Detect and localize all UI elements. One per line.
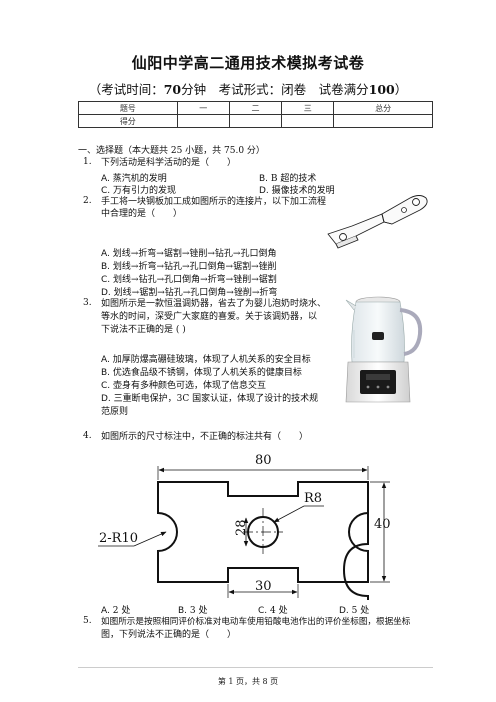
cell-score-label: 得分 <box>78 114 178 128</box>
exam-time: 70 <box>163 82 182 97</box>
q4-option-d[interactable]: D. 5 处 <box>339 603 369 616</box>
option-text: 三重断电保护，3C 国家认证，体现了设计的技术规 <box>113 394 319 404</box>
question-3-stem-line1: 如图所示是一款恒温调奶器，省去了为婴儿泡奶时烧水、 <box>101 299 327 309</box>
question-4-number: 4. <box>83 431 92 441</box>
score-table-score-row: 得分 <box>78 114 433 128</box>
dim-right-label: 40 <box>374 517 391 532</box>
option-text: 蒸汽机的发明 <box>112 174 167 184</box>
q2-option-b[interactable]: B. 划线→折弯→钻孔→孔口倒角→锯割→锉削 <box>101 259 277 272</box>
question-4-stem: 如图所示的尺寸标注中，不正确的标注共有（ ） <box>101 432 309 442</box>
q3-option-c[interactable]: C. 壶身有多种颜色可选，体现了信息交互 <box>101 378 266 391</box>
option-key: C. <box>101 186 111 196</box>
exam-info-suffix: ） <box>394 82 408 97</box>
option-text: 划线→钻孔→孔口倒角→折弯→锉削→锯割 <box>113 275 277 285</box>
exam-info: （考试时间：70分钟 考试形式：闭卷 试卷满分100） <box>0 79 496 98</box>
q4-option-b[interactable]: B. 3 处 <box>178 603 208 616</box>
option-key: C. <box>101 275 111 285</box>
q1-option-c[interactable]: C. 万有引力的发现 <box>101 183 176 196</box>
page-title: 仙阳中学高二通用技术模拟考试卷 <box>131 54 365 72</box>
question-2-stem-line2: 中合理的是（ ） <box>101 209 183 219</box>
option-text: 3 处 <box>189 606 208 616</box>
option-text: 优选食品级不锈钢，体现了人机关系的健康目标 <box>112 368 302 378</box>
option-key: C. <box>101 381 111 391</box>
q3-option-b[interactable]: B. 优选食品级不锈钢，体现了人机关系的健康目标 <box>101 365 302 378</box>
question-3-number: 3. <box>83 298 92 308</box>
option-key: B. <box>101 368 111 378</box>
option-key: D. <box>339 606 349 616</box>
question-3-stem-line2: 等水的时间，深受广大家庭的喜爱。关于该调奶器，以 <box>101 312 318 322</box>
q1-option-b[interactable]: B. B 超的技术 <box>259 171 316 184</box>
option-key: D. <box>259 186 269 196</box>
milk-kettle-figure <box>345 296 423 403</box>
cell-part-2: 二 <box>228 101 283 115</box>
dim-radius-label: R8 <box>304 491 322 506</box>
option-key: B. <box>101 262 111 272</box>
option-key: A. <box>101 174 110 184</box>
exam-total-score: 100 <box>368 82 395 97</box>
page-footer: 第 1 页，共 8 页 <box>217 677 279 686</box>
option-text: 摄像技术的发明 <box>271 186 335 196</box>
cell-score-3[interactable] <box>281 114 335 128</box>
score-table-header-row: 题号 一 二 三 总分 <box>78 101 433 115</box>
cell-score-total[interactable] <box>333 114 433 128</box>
question-3-stem-line3: 下说法不正确的是 ( ) <box>101 325 186 335</box>
option-text: B 超的技术 <box>270 174 317 184</box>
q2-option-a[interactable]: A. 划线→折弯→锯割→锉削→钻孔→孔口倒角 <box>101 246 276 259</box>
exam-info-prefix: （考试时间： <box>88 82 164 97</box>
dim-corner-label: 2-R10 <box>99 531 138 546</box>
option-key: C. <box>258 606 268 616</box>
option-key: D. <box>101 394 111 404</box>
option-text: 万有引力的发现 <box>113 186 177 196</box>
option-text: 5 处 <box>351 606 370 616</box>
exam-info-mid: 分钟 考试形式：闭卷 试卷满分 <box>181 82 369 97</box>
score-table: 题号 一 二 三 总分 得分 <box>78 101 433 128</box>
cell-score-1[interactable] <box>176 114 230 128</box>
question-5-number: 5. <box>83 616 92 626</box>
option-text: 4 处 <box>270 606 288 616</box>
q3-option-d-continued: 范原则 <box>101 407 129 417</box>
option-key: B. <box>259 174 269 184</box>
connecting-plate-figure <box>327 195 428 249</box>
option-key: A. <box>101 249 110 259</box>
dimension-drawing: 80 R8 28 2-R10 40 30 <box>98 453 391 600</box>
option-text: 划线→折弯→锯割→锉削→钻孔→孔口倒角 <box>112 249 277 259</box>
q2-option-d[interactable]: D. 划线→锯割→钻孔→孔口倒角→锉削→折弯 <box>101 285 277 298</box>
q2-option-c[interactable]: C. 划线→钻孔→孔口倒角→折弯→锉削→锯割 <box>101 272 277 285</box>
option-key: B. <box>178 606 188 616</box>
q1-option-a[interactable]: A. 蒸汽机的发明 <box>101 171 167 184</box>
option-key: A. <box>101 355 110 365</box>
question-2-stem-line1: 手工将一块钢板加工成如图所示的连接片，以下加工流程 <box>101 197 327 207</box>
question-5-stem-line1: 如图所示是按照相同评价标准对电动车使用铅酸电池作出的评价坐标图，根据坐标 <box>101 617 411 627</box>
question-5-stem-line2: 图，下列说法不正确的是（ ） <box>101 630 237 640</box>
question-2-number: 2. <box>83 196 92 206</box>
cell-question-number: 题号 <box>78 101 178 115</box>
option-key: D. <box>101 288 111 298</box>
q4-option-a[interactable]: A. 2 处 <box>101 603 130 616</box>
cell-part-1: 一 <box>176 101 230 115</box>
q1-option-d[interactable]: D. 摄像技术的发明 <box>259 183 335 196</box>
option-key: A. <box>101 606 110 616</box>
question-1-stem: 下列活动是科学活动的是（ ） <box>101 158 237 168</box>
q4-option-c[interactable]: C. 4 处 <box>258 603 288 616</box>
section-heading: 一、选择题（本大题共 25 小题，共 75.0 分） <box>78 146 265 156</box>
cell-total: 总分 <box>333 101 433 115</box>
option-text: 划线→锯割→钻孔→孔口倒角→锉削→折弯 <box>113 288 278 298</box>
footer-divider <box>78 667 433 668</box>
q3-option-a[interactable]: A. 加厚防爆高硼硅玻璃，体现了人机关系的安全目标 <box>101 352 311 365</box>
option-text: 2 处 <box>112 606 131 616</box>
question-1-number: 1. <box>83 157 92 167</box>
dim-top-label: 80 <box>255 453 272 468</box>
option-text: 壶身有多种颜色可选，体现了信息交互 <box>113 381 267 391</box>
q3-option-d[interactable]: D. 三重断电保护，3C 国家认证，体现了设计的技术规 <box>101 391 318 404</box>
cell-score-2[interactable] <box>228 114 283 128</box>
dim-bottom-label: 30 <box>255 579 272 594</box>
dim-height-label: 28 <box>234 519 249 536</box>
cell-part-3: 三 <box>281 101 335 115</box>
option-text: 划线→折弯→钻孔→孔口倒角→锯割→锉削 <box>112 262 277 272</box>
option-text: 加厚防爆高硼硅玻璃，体现了人机关系的安全目标 <box>112 355 311 365</box>
